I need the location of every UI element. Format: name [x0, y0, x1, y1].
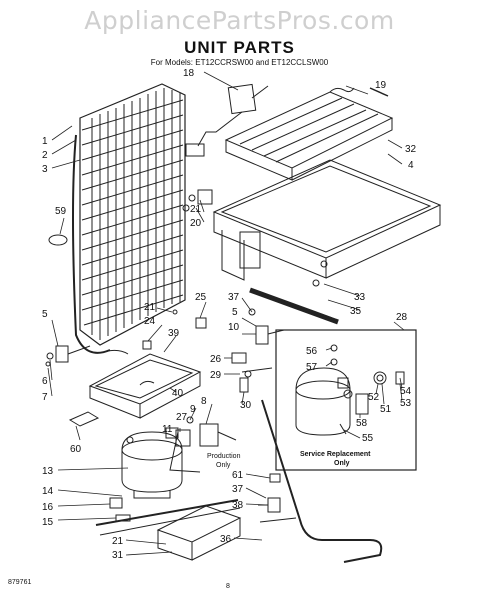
fastener-21-20 — [182, 189, 213, 212]
callout-38: 38 — [232, 500, 244, 511]
production-note-line2: Only — [216, 462, 231, 469]
callout-51: 51 — [380, 404, 392, 415]
callout-35: 35 — [350, 306, 362, 317]
site-watermark: AppliancePartsPros.com — [84, 6, 395, 35]
service-note-line2: Only — [334, 460, 350, 467]
pad-60 — [68, 411, 100, 427]
callout-18: 18 — [183, 68, 195, 79]
callout-40: 40 — [172, 388, 184, 399]
callout-4: 4 — [408, 160, 414, 171]
base-platform — [95, 499, 242, 561]
evaporator-pan — [212, 159, 442, 281]
suction-tube-36 — [259, 399, 383, 563]
callout-16: 16 — [42, 502, 54, 513]
callout-5-middle: 5 — [232, 307, 238, 318]
callout-30: 30 — [240, 400, 252, 411]
production-bracket — [169, 431, 201, 473]
page-number: 8 — [226, 583, 230, 590]
clips-21-24-25 — [142, 309, 207, 350]
leader-lines — [47, 71, 405, 556]
callout-21-upper: 21 — [190, 204, 202, 215]
thermostat-18 — [185, 83, 269, 157]
callout-15: 15 — [42, 517, 54, 528]
document-code: 879761 — [8, 579, 32, 586]
models-subtitle: For Models: ET12CCRSW00 and ET12CCLSW00 — [150, 58, 329, 67]
callout-10: 10 — [228, 322, 240, 333]
callout-1: 1 — [42, 136, 48, 147]
parts-37-38-61 — [258, 473, 281, 513]
callout-24: 24 — [144, 316, 156, 327]
callout-11: 11 — [162, 424, 173, 435]
callout-61: 61 — [232, 470, 244, 481]
callout-21-lower: 21 — [112, 536, 124, 547]
bracket-5-6-7 — [45, 345, 91, 367]
parts-37-10 — [248, 308, 285, 345]
callout-60: 60 — [70, 444, 82, 455]
callout-21-middle: 21 — [144, 302, 156, 313]
callout-14: 14 — [42, 486, 54, 497]
callout-32: 32 — [405, 144, 417, 155]
callout-7: 7 — [42, 392, 48, 403]
callout-37-lower: 37 — [232, 484, 244, 495]
callout-33: 33 — [354, 292, 366, 303]
service-inset-28 — [275, 329, 417, 471]
callout-3: 3 — [42, 164, 48, 175]
callout-19: 19 — [375, 80, 387, 91]
callout-2: 2 — [42, 150, 48, 161]
compressor — [121, 427, 183, 499]
grommet-59 — [48, 234, 68, 246]
callout-39: 39 — [168, 328, 180, 339]
callout-27: 27 — [176, 412, 188, 423]
callout-56: 56 — [306, 346, 318, 357]
callout-36: 36 — [220, 534, 232, 545]
callout-52: 52 — [368, 392, 380, 403]
callout-20: 20 — [190, 218, 202, 229]
callout-5: 5 — [42, 309, 48, 320]
callout-26: 26 — [210, 354, 222, 365]
callout-6: 6 — [42, 376, 48, 387]
drain-tube-35 — [249, 285, 339, 325]
callout-55: 55 — [362, 433, 374, 444]
condenser-coil — [72, 83, 186, 355]
callout-57: 57 — [306, 362, 318, 373]
parts-drawing — [45, 83, 442, 563]
clamps-15-16 — [109, 497, 131, 522]
callout-9: 9 — [190, 404, 196, 415]
relay-26-29 — [231, 352, 273, 393]
callout-37-upper: 37 — [228, 292, 240, 303]
callout-8: 8 — [201, 396, 207, 407]
drain-pan-39-40 — [88, 353, 202, 419]
callout-58: 58 — [356, 418, 368, 429]
production-note-line1: Production — [207, 453, 241, 460]
callout-28: 28 — [396, 312, 408, 323]
evaporator-rack — [224, 87, 394, 181]
callout-13: 13 — [42, 466, 54, 477]
page-title: UNIT PARTS — [184, 38, 295, 57]
service-note-line1: Service Replacement — [300, 451, 371, 458]
callout-29: 29 — [210, 370, 222, 381]
callout-numbers: 1 2 3 18 19 32 4 21 20 59 33 35 5 6 7 21… — [42, 68, 417, 561]
callout-54: 54 — [400, 386, 412, 397]
screws-33 — [312, 260, 328, 287]
callout-59: 59 — [55, 206, 67, 217]
callout-31: 31 — [112, 550, 124, 561]
callout-53: 53 — [400, 398, 412, 409]
callout-25: 25 — [195, 292, 207, 303]
